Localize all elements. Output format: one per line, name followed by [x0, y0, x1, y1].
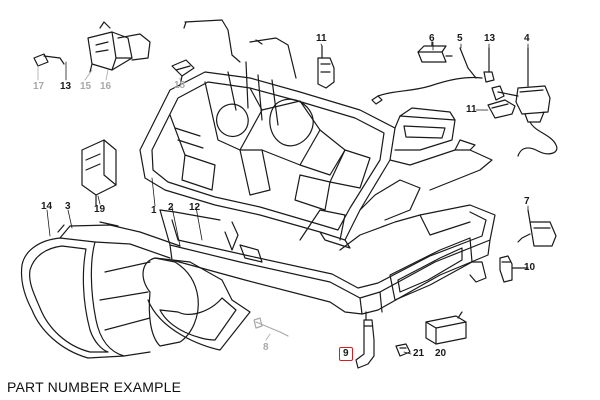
- component-17-connector: [33, 53, 65, 67]
- callout-13-left: 13: [60, 81, 72, 92]
- callout-19: 19: [94, 204, 106, 215]
- component-11-bracket-right: [487, 99, 516, 119]
- callout-11-right: 11: [466, 104, 477, 115]
- callout-2: 2: [168, 202, 174, 213]
- callout-6: 6: [429, 33, 435, 44]
- callout-3: 3: [65, 201, 71, 212]
- component-20-module: [425, 311, 467, 345]
- part-number-example-caption: PART NUMBER EXAMPLE: [7, 379, 182, 395]
- housing-rods: [183, 19, 297, 79]
- heater-housing-upper: [139, 61, 493, 249]
- callout-20: 20: [435, 348, 447, 359]
- callout-15: 15: [80, 81, 92, 92]
- component-21-grommet: [395, 343, 411, 357]
- component-19-cover: [81, 139, 117, 206]
- component-4-valve: [491, 47, 558, 157]
- callout-13-right: 13: [484, 33, 496, 44]
- heater-housing-lower: [159, 204, 496, 315]
- callout-11-top: 11: [316, 33, 327, 44]
- leader-lines: [37, 41, 529, 355]
- callout-17: 17: [33, 81, 45, 92]
- callout-7: 7: [524, 196, 530, 207]
- callout-21: 21: [413, 348, 425, 359]
- component-7-sensor: [517, 209, 557, 247]
- callout-8: 8: [263, 342, 269, 353]
- callout-18: 18: [174, 80, 186, 91]
- component-5-cable: [371, 47, 483, 105]
- blower-housing-scroll: [20, 221, 251, 359]
- component-18-clamp: [171, 59, 195, 87]
- component-11-bracket-left: [317, 45, 335, 89]
- component-9-drain-elbow: [355, 311, 375, 369]
- component-6-switch: [417, 41, 453, 63]
- callout-9-highlighted: 9: [339, 347, 353, 361]
- callout-4: 4: [524, 33, 530, 44]
- component-13-clip: [483, 47, 495, 83]
- callout-16: 16: [100, 81, 112, 92]
- callout-10: 10: [524, 262, 536, 273]
- component-15-16-valve: [87, 21, 151, 73]
- callout-12: 12: [189, 202, 201, 213]
- callout-1: 1: [151, 205, 157, 216]
- callout-5: 5: [457, 33, 463, 44]
- callout-14: 14: [41, 201, 53, 212]
- component-8-screw: [253, 317, 289, 337]
